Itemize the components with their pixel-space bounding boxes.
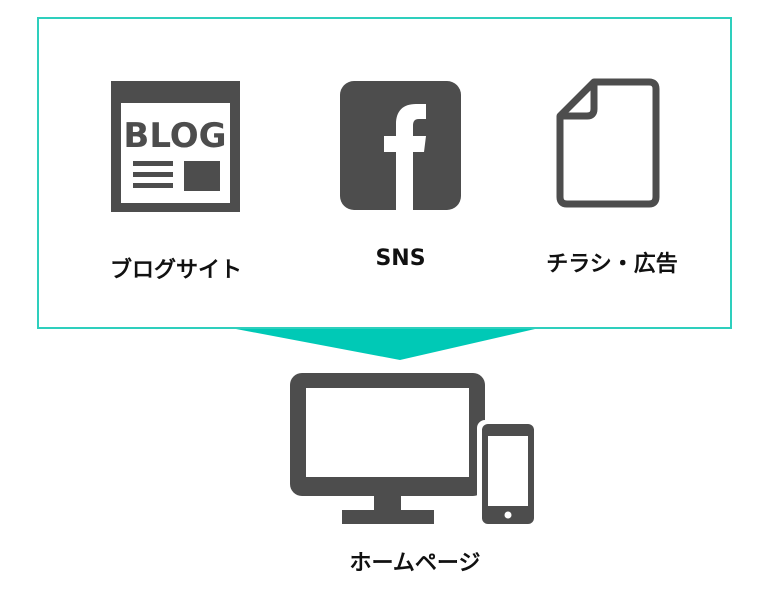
blog-icon: BLOG [111,81,240,212]
document-icon [556,78,660,208]
label-flyer-ad: チラシ・広告 [546,252,678,277]
desktop-smartphone-icon [290,373,539,527]
label-homepage: ホームページ [349,551,481,576]
blog-icon-text: BLOG [123,116,226,156]
label-sns: SNS [375,246,426,271]
label-blog-site: ブログサイト [109,258,242,283]
facebook-icon [340,81,461,210]
